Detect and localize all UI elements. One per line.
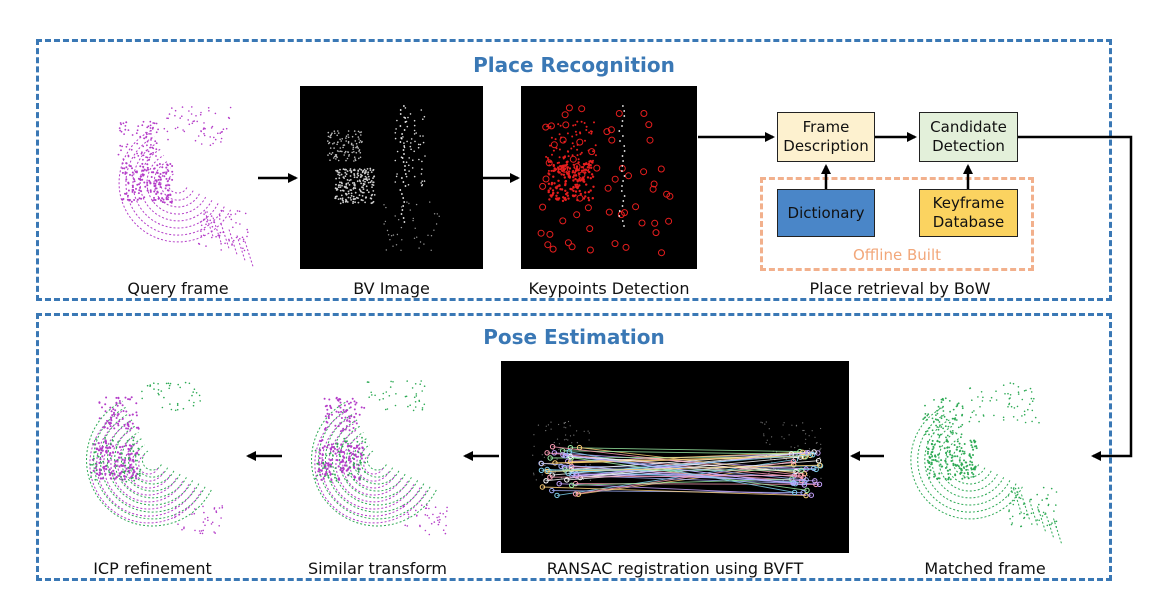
bv-image	[300, 86, 483, 269]
matched-frame-pointcloud	[910, 382, 1062, 544]
ransac-registration-image	[501, 361, 849, 553]
candidate-detection-box: Candidate Detection	[919, 112, 1018, 162]
similar-transform-caption: Similar transform	[308, 559, 447, 578]
keyframe-database-line1: Keyframe	[932, 194, 1005, 212]
matched-frame-caption: Matched frame	[924, 559, 1046, 578]
place-recognition-title: Place Recognition	[473, 53, 675, 77]
dictionary-box: Dictionary	[777, 189, 875, 237]
query-frame-caption: Query frame	[127, 279, 229, 298]
query-frame-pointcloud	[117, 106, 254, 267]
keypoints-detection-points	[537, 104, 674, 257]
frame-description-line2: Description	[783, 137, 869, 155]
frame-description-line1: Frame	[802, 118, 850, 136]
icp-refinement-pointcloud	[86, 381, 224, 535]
place-retrieval-caption: Place retrieval by BoW	[809, 279, 991, 298]
ransac-matches	[532, 420, 824, 499]
similar-transform-image	[285, 360, 470, 560]
similar-transform-pointcloud	[311, 380, 448, 536]
matched-frame-image	[890, 365, 1080, 555]
pose-estimation-title: Pose Estimation	[483, 325, 665, 349]
icp-refinement-image	[60, 360, 245, 560]
query-frame-image	[88, 88, 268, 278]
keyframe-database-line2: Database	[932, 213, 1005, 231]
candidate-detection-line1: Candidate	[930, 118, 1007, 136]
bv-image-caption: BV Image	[353, 279, 430, 298]
candidate-detection-line2: Detection	[932, 137, 1005, 155]
dictionary-label: Dictionary	[787, 203, 865, 222]
icp-refinement-caption: ICP refinement	[93, 559, 212, 578]
offline-built-label: Offline Built	[853, 246, 941, 264]
ransac-registration-caption: RANSAC registration using BVFT	[546, 559, 804, 578]
frame-description-box: Frame Description	[777, 112, 875, 162]
keypoints-detection-caption: Keypoints Detection	[528, 279, 690, 298]
keypoints-detection-image	[521, 86, 697, 269]
bv-image-points	[327, 105, 440, 251]
keyframe-database-box: Keyframe Database	[919, 189, 1018, 237]
